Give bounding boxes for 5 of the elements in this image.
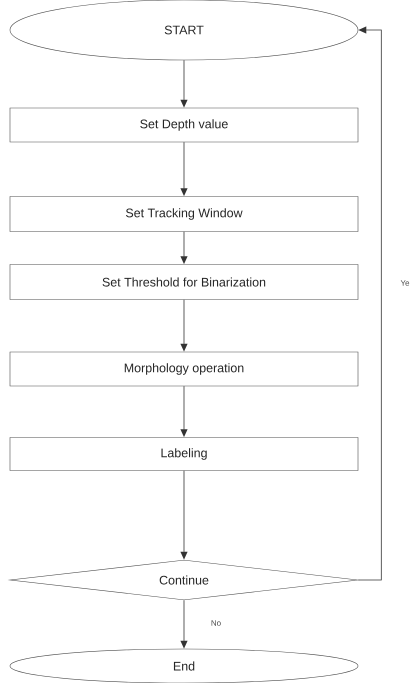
process-box: Set Depth value [10,108,358,142]
process-box: Set Tracking Window [10,196,358,232]
process-box: Morphology operation [10,352,358,386]
process-box: Set Threshold for Binarization [10,264,358,300]
process-box: Labeling [10,437,358,471]
